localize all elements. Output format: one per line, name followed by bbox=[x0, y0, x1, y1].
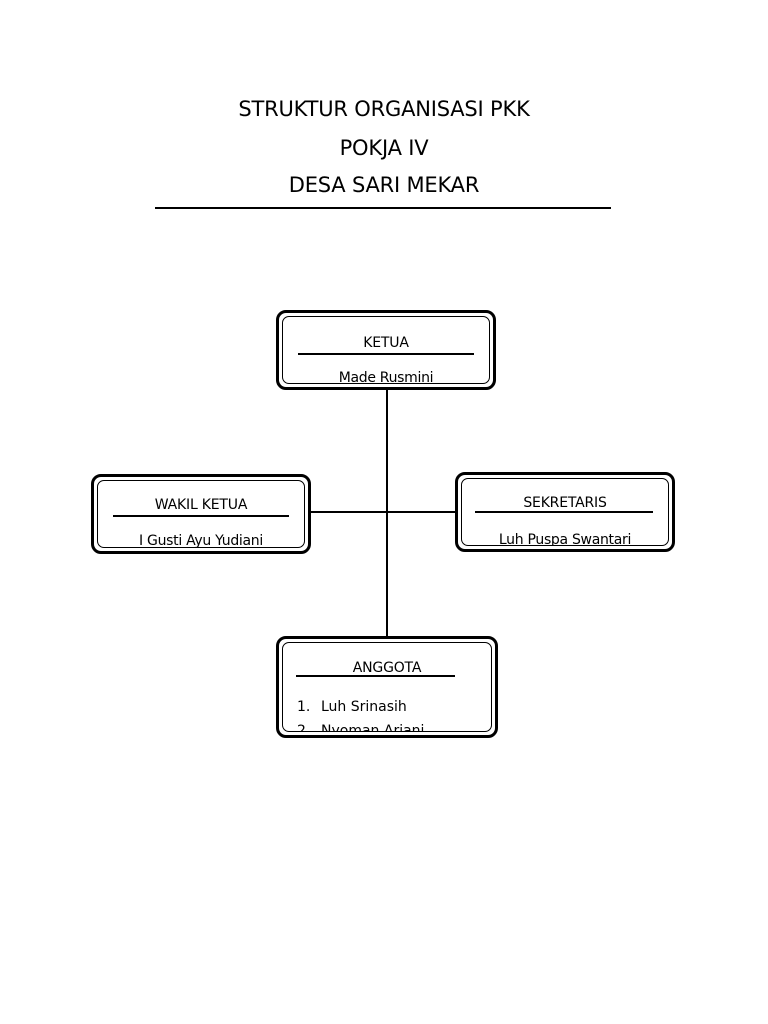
list-item: 2. Nyoman Ariani bbox=[297, 719, 425, 732]
anggota-divider bbox=[296, 675, 455, 677]
ketua-divider bbox=[298, 353, 474, 355]
sekretaris-name: Luh Puspa Swantari bbox=[498, 532, 632, 546]
wakil-ketua-role-label: WAKIL KETUA bbox=[154, 497, 248, 513]
wakil-ketua-divider bbox=[113, 515, 289, 517]
vertical-connector bbox=[386, 388, 388, 640]
ketua-box-inner: KETUA Made Rusmini bbox=[282, 316, 490, 384]
wakil-ketua-box-inner: WAKIL KETUA I Gusti Ayu Yudiani bbox=[97, 480, 305, 548]
member-number: 2. bbox=[297, 723, 311, 732]
sekretaris-divider bbox=[475, 511, 653, 513]
anggota-role-label: ANGGOTA bbox=[352, 660, 422, 676]
wakil-ketua-box: WAKIL KETUA I Gusti Ayu Yudiani bbox=[91, 474, 311, 554]
title-underline bbox=[155, 207, 611, 209]
member-name: Luh Srinasih bbox=[321, 699, 407, 715]
sekretaris-box-inner: SEKRETARIS Luh Puspa Swantari bbox=[461, 478, 669, 546]
ketua-role-label: KETUA bbox=[363, 335, 409, 351]
list-item: 1. Luh Srinasih bbox=[297, 695, 424, 719]
sekretaris-role-label: SEKRETARIS bbox=[523, 495, 607, 511]
ketua-name: Made Rusmini bbox=[338, 370, 434, 384]
horizontal-connector bbox=[309, 511, 458, 513]
wakil-ketua-name: I Gusti Ayu Yudiani bbox=[139, 533, 263, 548]
anggota-box: ANGGOTA 1. Luh Srinasih 2. Nyoman Ariani bbox=[276, 636, 498, 738]
anggota-box-inner: ANGGOTA 1. Luh Srinasih 2. Nyoman Ariani bbox=[282, 642, 492, 732]
document-title-line-2: POKJA IV bbox=[339, 136, 429, 160]
ketua-box: KETUA Made Rusmini bbox=[276, 310, 496, 390]
anggota-member-list: 1. Luh Srinasih 2. Nyoman Ariani bbox=[297, 695, 425, 732]
member-number: 1. bbox=[297, 699, 311, 715]
member-name: Nyoman Ariani bbox=[321, 723, 425, 732]
document-title-line-1: STRUKTUR ORGANISASI PKK bbox=[238, 97, 530, 121]
document-title-line-3: DESA SARI MEKAR bbox=[288, 173, 480, 197]
sekretaris-box: SEKRETARIS Luh Puspa Swantari bbox=[455, 472, 675, 552]
